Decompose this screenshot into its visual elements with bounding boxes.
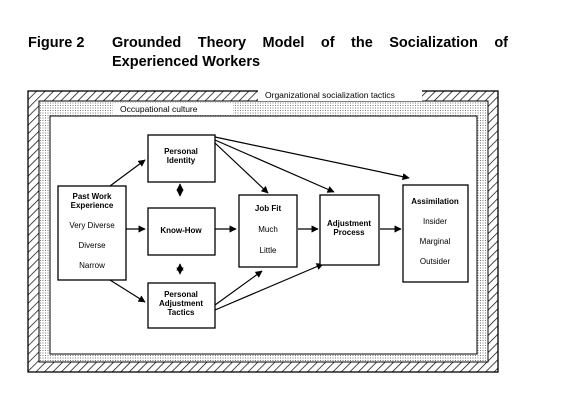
adjustment-process-label: Process (333, 228, 365, 237)
occupational-culture-label: Occupational culture (120, 104, 198, 114)
personal-identity-label: Identity (167, 156, 196, 165)
arrow-identity-to-jobfit (214, 142, 269, 194)
personal-tactics-label: Tactics (168, 308, 196, 317)
assimilation-title: Assimilation (411, 197, 459, 206)
past-work-item: Very Diverse (69, 221, 115, 230)
know-how-box: Know-How (147, 207, 216, 256)
arrow-past-to-tactics (109, 279, 146, 303)
past-work-title: Experience (71, 201, 114, 210)
adjustment-process-label: Adjustment (327, 219, 371, 228)
personal-identity-label: Personal (164, 147, 198, 156)
job-fit-box: Job Fit Much Little (238, 194, 298, 268)
assimilation-box: Assimilation Insider Marginal Outsider (402, 184, 469, 283)
past-work-item: Narrow (79, 261, 105, 270)
past-work-experience-box: Past Work Experience Very Diverse Divers… (57, 185, 127, 281)
personal-tactics-label: Personal (164, 290, 198, 299)
job-fit-item: Little (260, 246, 277, 255)
arrow-tactics-to-adjustment (214, 263, 324, 311)
personal-tactics-label: Adjustment (159, 299, 203, 308)
arrow-identity-to-adjustment (214, 139, 335, 193)
job-fit-item: Much (258, 225, 278, 234)
personal-adjustment-tactics-box: Personal Adjustment Tactics (147, 282, 216, 329)
arrow-identity-to-assimilation (214, 136, 410, 181)
assimilation-item: Insider (423, 217, 447, 226)
know-how-label: Know-How (160, 226, 202, 235)
assimilation-item: Outsider (420, 257, 451, 266)
past-work-title: Past Work (73, 192, 113, 201)
adjustment-process-box: Adjustment Process (319, 194, 380, 266)
arrow-tactics-to-jobfit (214, 270, 263, 306)
personal-identity-box: Personal Identity (147, 134, 216, 183)
assimilation-item: Marginal (420, 237, 451, 246)
figure-label: Figure 2 (28, 35, 85, 51)
figure-title: Grounded Theory Model of the Socializati… (112, 35, 508, 70)
arrow-past-to-identity (109, 159, 146, 187)
org-tactics-label: Organizational socialization tactics (265, 90, 395, 100)
job-fit-title: Job Fit (255, 204, 282, 213)
past-work-item: Diverse (78, 241, 106, 250)
